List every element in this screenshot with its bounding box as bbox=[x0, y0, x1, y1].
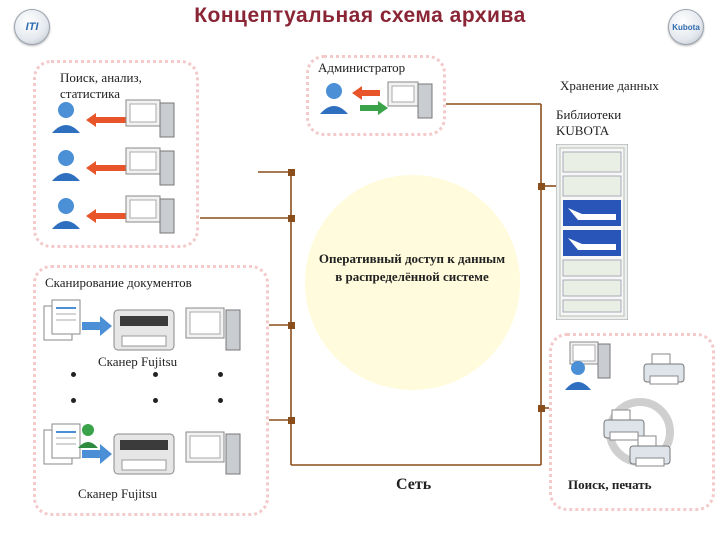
bus-node bbox=[288, 322, 295, 329]
user-icon bbox=[320, 83, 348, 114]
computer-icon bbox=[125, 195, 175, 234]
document-icon bbox=[43, 299, 81, 341]
computer-icon bbox=[185, 307, 241, 351]
admin-panel-label: Администратор bbox=[318, 60, 406, 75]
printer-icon bbox=[643, 353, 685, 385]
scanning-panel-label: Сканирование документов bbox=[45, 275, 192, 290]
scanner-icon bbox=[113, 309, 175, 351]
header bbox=[0, 0, 720, 44]
user-icon bbox=[52, 198, 80, 229]
central-access-text: Оперативный доступ к данным в распределё… bbox=[318, 251, 506, 284]
computer-icon bbox=[569, 341, 611, 379]
ellipsis-dot bbox=[71, 398, 76, 403]
arrow-icon bbox=[86, 209, 126, 223]
computer-icon bbox=[125, 147, 175, 186]
ellipsis-dot bbox=[71, 372, 76, 377]
user-icon bbox=[52, 150, 80, 181]
computer-icon bbox=[387, 81, 433, 119]
printer-icon bbox=[603, 409, 645, 441]
print-group bbox=[565, 341, 685, 467]
bus-node bbox=[538, 183, 545, 190]
ellipsis-dot bbox=[153, 372, 158, 377]
storage-sublabel: Библиотеки KUBOTA bbox=[556, 107, 622, 138]
computer-icon bbox=[125, 99, 175, 138]
kubota-logo: Kubota bbox=[668, 9, 704, 45]
print-panel-label: Поиск, печать bbox=[568, 477, 652, 492]
arrow-icon bbox=[86, 113, 126, 127]
arrow-icon bbox=[86, 161, 126, 175]
user-icon bbox=[78, 424, 98, 448]
iti-logo-text: ITI bbox=[25, 21, 39, 33]
printer-icon bbox=[629, 435, 671, 467]
bus-node bbox=[538, 405, 545, 412]
user-icon bbox=[52, 102, 80, 133]
swap-arrows-icon bbox=[352, 86, 388, 115]
arrow-icon bbox=[82, 316, 112, 336]
bus-node bbox=[288, 215, 295, 222]
ellipsis-dot bbox=[218, 398, 223, 403]
scanner-2-label: Сканер Fujitsu bbox=[78, 486, 158, 501]
storage-label: Хранение данных bbox=[560, 78, 659, 93]
central-access-circle bbox=[305, 175, 520, 390]
library-rack-icon bbox=[556, 144, 628, 320]
iti-logo: ITI bbox=[14, 9, 50, 45]
arrow-icon bbox=[82, 444, 112, 464]
scanner-station-2 bbox=[43, 423, 241, 475]
computer-icon bbox=[185, 431, 241, 475]
bus-node bbox=[288, 417, 295, 424]
page-title: Концептуальная схема архива bbox=[194, 4, 526, 27]
kubota-logo-text: Kubota bbox=[672, 22, 700, 32]
scanner-1-label: Сканер Fujitsu bbox=[98, 354, 178, 369]
user-icon bbox=[565, 361, 591, 390]
scanner-station-1 bbox=[43, 299, 241, 351]
search-panel-label: Поиск, анализ, статистика bbox=[60, 70, 142, 101]
network-label: Сеть bbox=[396, 476, 432, 493]
admin-group bbox=[320, 81, 433, 119]
search-users-group bbox=[52, 99, 175, 234]
document-icon bbox=[43, 423, 81, 465]
ellipsis-dot bbox=[153, 398, 158, 403]
bus-node bbox=[288, 169, 295, 176]
scanner-icon bbox=[113, 433, 175, 475]
ellipsis-dot bbox=[218, 372, 223, 377]
